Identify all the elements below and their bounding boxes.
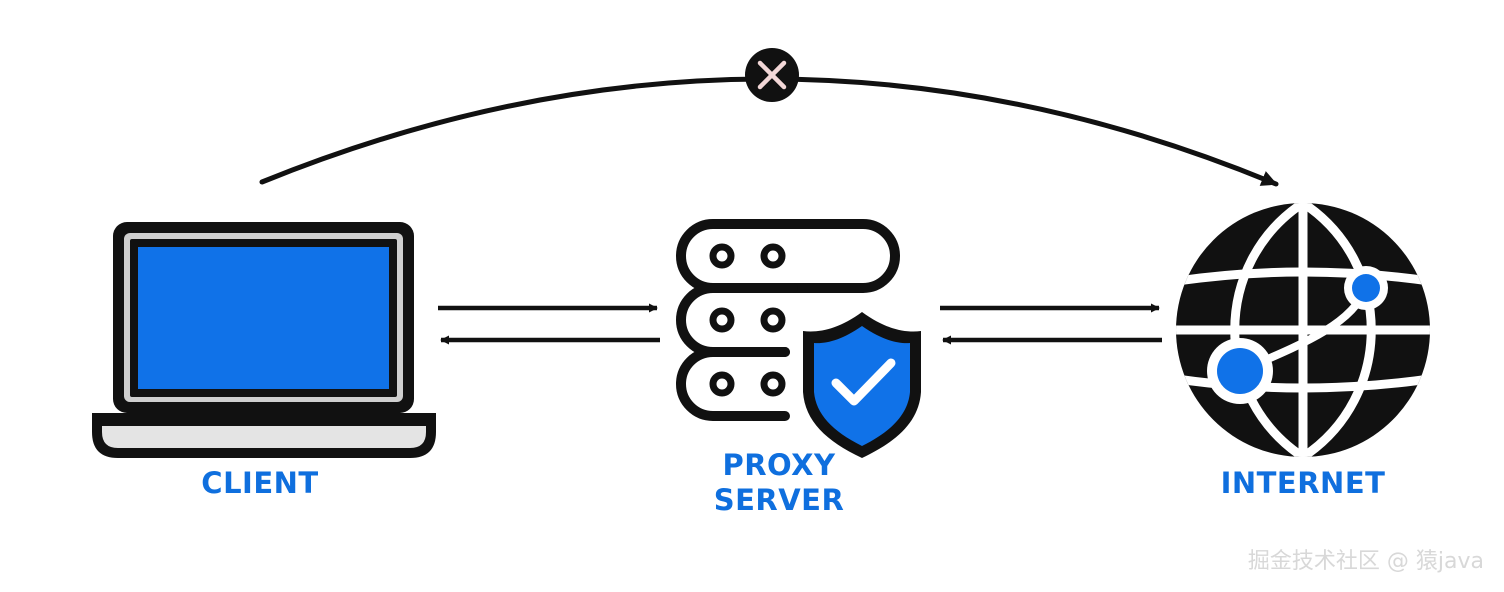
server-stack-icon <box>676 219 900 421</box>
proxy-internet-arrows <box>940 303 1162 345</box>
server-indicator-lights <box>709 243 786 397</box>
direct-connection-blocked <box>259 48 1279 187</box>
internet-label: INTERNET <box>1221 466 1386 500</box>
proxy-label-line1: PROXY <box>722 448 836 482</box>
globe-nodes <box>1207 266 1388 404</box>
check-mark-icon <box>831 358 896 406</box>
watermark-text: 掘金技术社区 @ 猿java <box>1248 549 1484 574</box>
server-shield-icon <box>676 219 921 458</box>
x-circle-icon <box>745 48 799 102</box>
proxy-label-line2: SERVER <box>714 483 845 517</box>
globe-icon <box>1176 203 1430 457</box>
client-label: CLIENT <box>201 466 318 500</box>
shield-check-icon <box>803 312 921 458</box>
laptop-icon <box>92 222 436 458</box>
client-proxy-arrows <box>438 303 660 345</box>
